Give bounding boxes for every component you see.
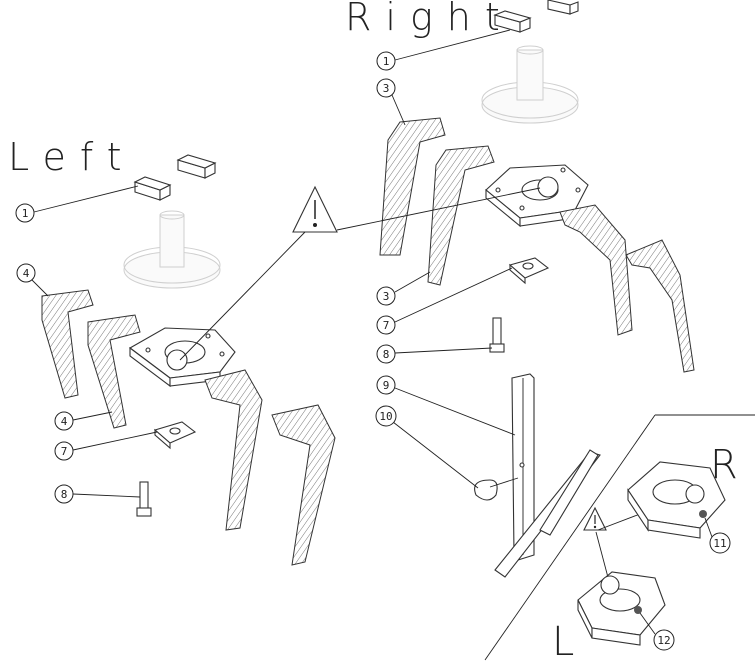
svg-text:1: 1 (383, 55, 390, 68)
l-letter: L (552, 619, 574, 665)
svg-text:3: 3 (383, 82, 390, 95)
callout-right-8: 8 (376, 344, 493, 364)
svg-text:10: 10 (379, 410, 392, 423)
right-nut (508, 257, 550, 285)
left-tine-4 (271, 404, 336, 566)
svg-text:7: 7 (383, 319, 390, 332)
warning-triangle-small (583, 506, 607, 531)
left-clamp-block-2 (176, 154, 217, 179)
left-nut (153, 421, 197, 450)
callout-right-10: 10 (375, 405, 479, 489)
left-tine-2 (87, 314, 141, 429)
svg-text:4: 4 (23, 267, 30, 280)
right-hub-plate (485, 164, 589, 228)
lynch-pin (474, 477, 519, 501)
svg-text:3: 3 (383, 290, 390, 303)
tine-tool (494, 373, 601, 578)
inset-hub-left (577, 571, 666, 646)
svg-text:12: 12 (657, 634, 670, 647)
inset-hub-right (627, 461, 726, 539)
svg-text:9: 9 (383, 379, 390, 392)
callout-left-4b: 4 (54, 411, 113, 431)
svg-text:7: 7 (61, 445, 68, 458)
callout-right-1: 1 (376, 29, 511, 71)
right-tine-1 (379, 117, 446, 256)
right-title: Right (345, 0, 514, 39)
callout-12: 12 (639, 612, 675, 651)
right-tine-3 (559, 204, 633, 336)
callout-right-7: 7 (376, 267, 513, 335)
callout-right-3b: 3 (376, 271, 431, 306)
left-gear-ghost (123, 210, 221, 289)
callout-right-9: 9 (376, 375, 516, 436)
callout-left-8: 8 (54, 484, 141, 504)
svg-text:1: 1 (22, 207, 29, 220)
callout-left-7: 7 (54, 431, 158, 461)
svg-text:4: 4 (61, 415, 68, 428)
svg-text:11: 11 (713, 537, 726, 550)
right-gear-ghost (481, 45, 579, 124)
right-tine-4 (625, 239, 695, 373)
left-bolt (136, 481, 152, 517)
svg-text:8: 8 (61, 488, 68, 501)
left-tine-3 (204, 369, 263, 531)
left-clamp-block-1 (133, 176, 172, 201)
section-divider (484, 414, 656, 661)
right-bolt (489, 317, 505, 353)
warning-triangle-large (292, 185, 338, 233)
callout-left-1: 1 (15, 185, 139, 223)
left-title: Left (8, 135, 136, 179)
right-tine-2 (427, 145, 495, 286)
warning-leader-right (336, 187, 541, 231)
warning-leader-left (179, 231, 306, 361)
left-hub-plate (129, 327, 236, 388)
callout-right-3a: 3 (376, 78, 406, 126)
left-tine-1 (41, 289, 94, 399)
callout-11: 11 (704, 517, 731, 554)
callout-left-4a: 4 (16, 263, 49, 297)
svg-text:8: 8 (383, 348, 390, 361)
right-clamp-block-1 (493, 10, 532, 33)
right-clamp-block-2 (547, 0, 579, 15)
